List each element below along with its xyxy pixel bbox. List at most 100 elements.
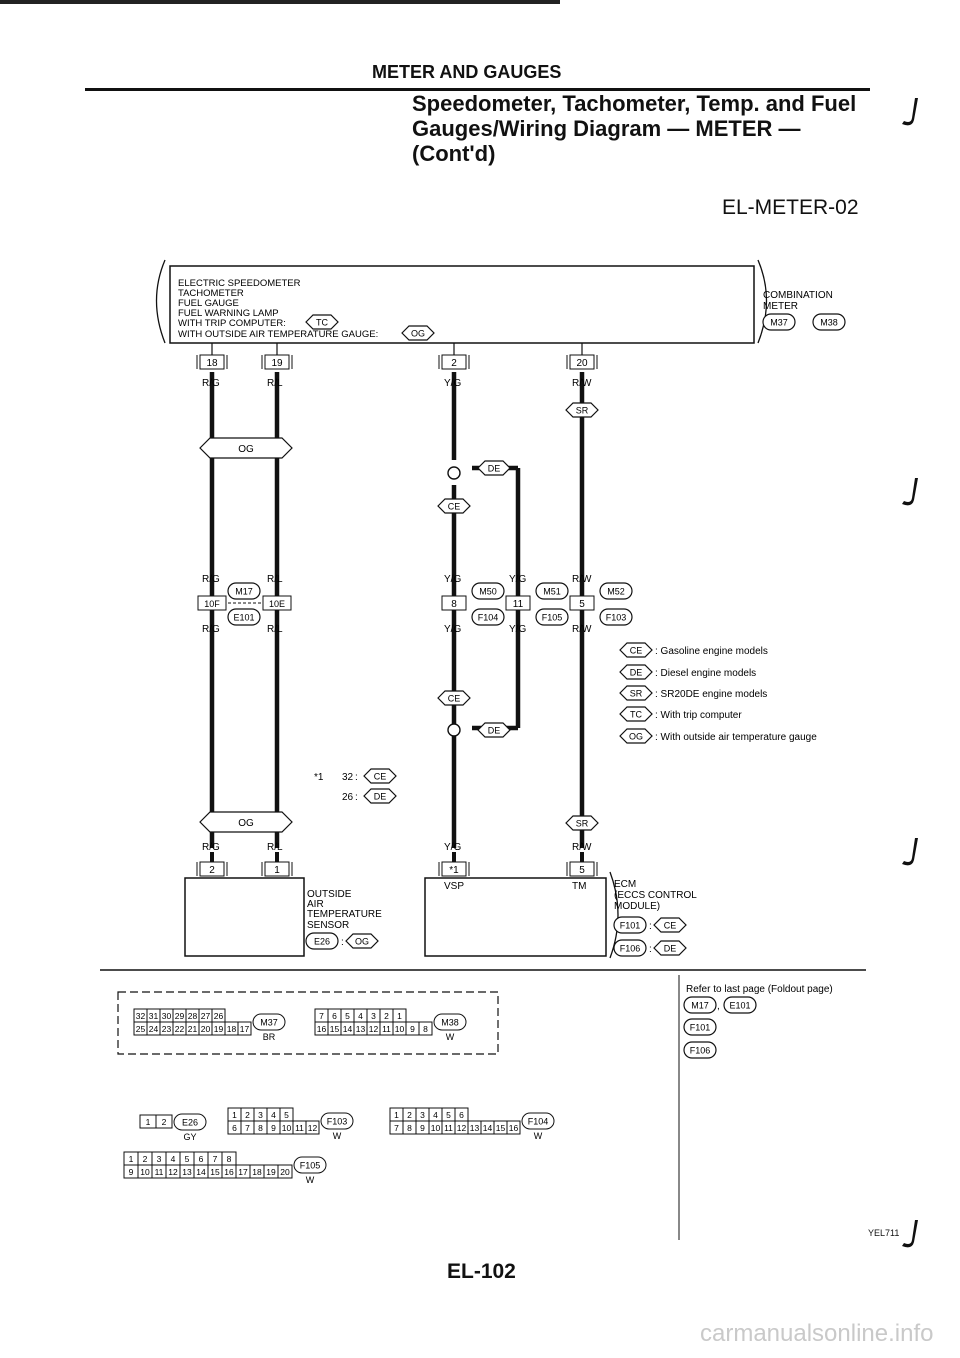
connector-name: M37 bbox=[260, 1018, 278, 1028]
svg-text:M17: M17 bbox=[235, 587, 253, 597]
connector-pin-label: 16 bbox=[509, 1123, 519, 1133]
svg-text:20: 20 bbox=[576, 358, 588, 369]
meter-line-2: TACHOMETER bbox=[178, 288, 244, 299]
junction-lower bbox=[447, 723, 461, 737]
section-heading: METER AND GAUGES bbox=[372, 62, 562, 82]
connector-name-pill bbox=[173, 1113, 207, 1131]
svg-text:SR: SR bbox=[576, 819, 589, 829]
connector-pin-label: 24 bbox=[149, 1024, 159, 1034]
sr-tag-top: SR bbox=[565, 402, 599, 418]
connector-pin-label: 14 bbox=[343, 1024, 353, 1034]
wire-label-rw-bottom: R/W bbox=[572, 842, 592, 853]
connector-pin-label: 30 bbox=[162, 1011, 172, 1021]
m38-connector: M38 bbox=[812, 313, 846, 331]
svg-text:SENSOR: SENSOR bbox=[307, 920, 349, 931]
wire-label-rl-top: R/L bbox=[267, 378, 283, 389]
svg-text::: : bbox=[341, 937, 344, 948]
connector-pin-label: 5 bbox=[284, 1110, 289, 1120]
connector-name: E26 bbox=[182, 1118, 198, 1128]
svg-text::: : bbox=[355, 772, 358, 783]
connector-pin-label: 7 bbox=[213, 1154, 218, 1164]
svg-text:R/L: R/L bbox=[267, 574, 283, 585]
svg-text:Y/G: Y/G bbox=[444, 624, 461, 635]
connector-pin-label: 2 bbox=[245, 1110, 250, 1120]
connector-pin-label: 5 bbox=[185, 1154, 190, 1164]
svg-text:DE: DE bbox=[488, 464, 501, 474]
svg-text:OG: OG bbox=[238, 818, 254, 829]
connector-pin-label: 15 bbox=[496, 1123, 506, 1133]
svg-text:OG: OG bbox=[238, 444, 254, 455]
svg-text:ECM: ECM bbox=[614, 879, 636, 890]
connector-pin-label: 5 bbox=[345, 1011, 350, 1021]
meter-label-1: COMBINATION bbox=[763, 290, 833, 301]
check-marks bbox=[902, 98, 918, 1248]
m51-connector: M51 bbox=[535, 582, 569, 600]
svg-text:M37: M37 bbox=[770, 318, 788, 328]
legend-sr: : SR20DE engine models bbox=[655, 689, 767, 700]
svg-text:TEMPERATURE: TEMPERATURE bbox=[307, 909, 382, 920]
f103-connector: F103 bbox=[599, 608, 633, 626]
connector-name-pill bbox=[252, 1013, 286, 1031]
connector-pin-label: 4 bbox=[433, 1110, 438, 1120]
svg-text:OUTSIDE: OUTSIDE bbox=[307, 889, 352, 900]
svg-text:11: 11 bbox=[513, 599, 524, 610]
connector-pin-label: 2 bbox=[143, 1154, 148, 1164]
meter-line-5: WITH TRIP COMPUTER: bbox=[178, 318, 286, 329]
connector-pin bbox=[506, 1120, 521, 1135]
svg-text:R/G: R/G bbox=[202, 624, 220, 635]
svg-text:CE: CE bbox=[374, 772, 387, 782]
connector-pin-label: 2 bbox=[162, 1117, 167, 1127]
connector-pin-label: 3 bbox=[258, 1110, 263, 1120]
connector-pin-label: 11 bbox=[382, 1024, 391, 1034]
svg-text:8: 8 bbox=[451, 599, 457, 610]
connector-pin-label: 15 bbox=[210, 1167, 220, 1177]
svg-text:SR: SR bbox=[630, 689, 643, 699]
svg-text::: : bbox=[355, 792, 358, 803]
svg-text:18: 18 bbox=[206, 358, 218, 369]
connector-pin-label: 19 bbox=[214, 1024, 224, 1034]
svg-text:OG: OG bbox=[355, 937, 369, 947]
pin-5-mid: 5 bbox=[569, 595, 595, 611]
svg-text:E101: E101 bbox=[233, 613, 254, 623]
connector-pin-label: 11 bbox=[444, 1123, 453, 1133]
svg-text:R/G: R/G bbox=[202, 574, 220, 585]
header-rule bbox=[85, 88, 870, 91]
svg-text:(ECCS CONTROL: (ECCS CONTROL bbox=[614, 890, 697, 901]
svg-text:M38: M38 bbox=[820, 318, 838, 328]
svg-text:Y/G: Y/G bbox=[444, 574, 461, 585]
connector-pin-label: 25 bbox=[136, 1024, 146, 1034]
connector-pin-label: 17 bbox=[238, 1167, 248, 1177]
svg-text:M51: M51 bbox=[543, 587, 561, 597]
pin-8: 8 bbox=[441, 595, 467, 611]
svg-text:*1: *1 bbox=[314, 772, 324, 783]
connector-pin-label: 18 bbox=[252, 1167, 262, 1177]
diagram-code: EL-METER-02 bbox=[722, 196, 859, 219]
og-band-bottom: OG bbox=[199, 811, 293, 833]
connector-color: BR bbox=[263, 1032, 276, 1042]
connector-pin-label: 20 bbox=[201, 1024, 211, 1034]
svg-text:*1: *1 bbox=[449, 865, 459, 876]
check-mark-1 bbox=[902, 98, 918, 126]
connector-pin bbox=[418, 1021, 433, 1036]
svg-text:F101: F101 bbox=[620, 921, 641, 931]
svg-text:32: 32 bbox=[342, 772, 354, 783]
svg-text:SR: SR bbox=[576, 406, 589, 416]
de-tag-upper: DE bbox=[477, 460, 511, 476]
connector-pin-label: 11 bbox=[155, 1167, 164, 1177]
connector-pin-label: 22 bbox=[175, 1024, 185, 1034]
check-mark-3 bbox=[902, 838, 918, 866]
connector-pin-label: 5 bbox=[446, 1110, 451, 1120]
svg-text::: : bbox=[649, 944, 652, 955]
f104-connector: F104 bbox=[471, 608, 505, 626]
connector-pin-label: 8 bbox=[407, 1123, 412, 1133]
svg-text:DE: DE bbox=[488, 726, 501, 736]
connector-pin bbox=[305, 1120, 320, 1135]
connector-pin-label: 4 bbox=[358, 1011, 363, 1021]
reference-code: YEL711 bbox=[868, 1228, 900, 1238]
svg-text:2: 2 bbox=[209, 865, 215, 876]
connector-pin-label: 20 bbox=[280, 1167, 290, 1177]
connector-pin-label: 10 bbox=[282, 1123, 292, 1133]
